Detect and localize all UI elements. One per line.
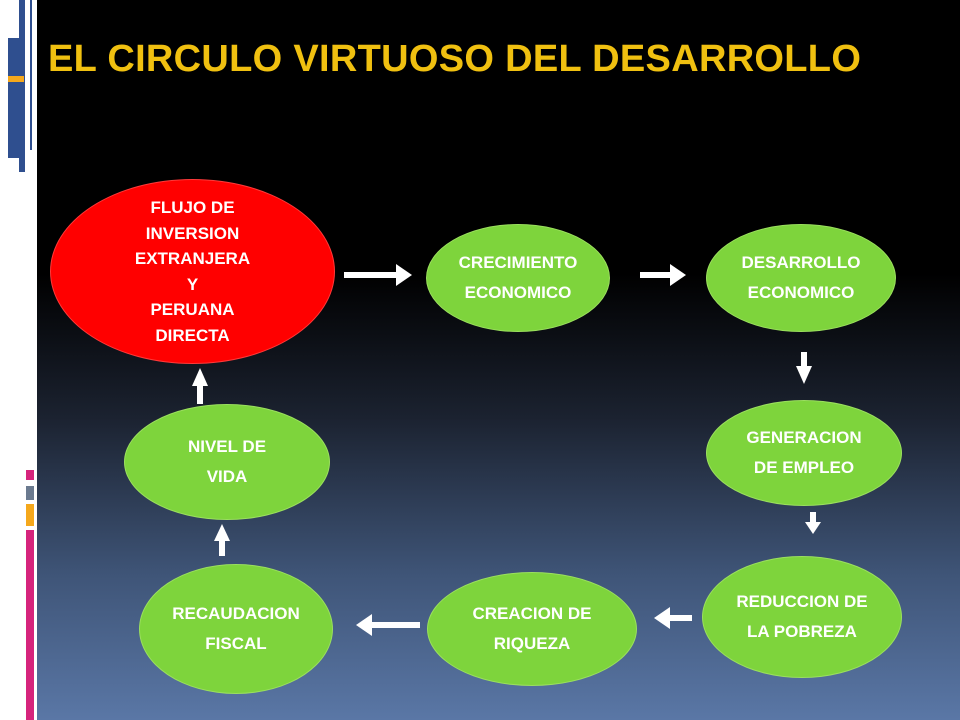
deco-bar-gray xyxy=(26,486,34,500)
arrow-up-icon xyxy=(214,524,230,556)
node-reduccion-label: REDUCCION DE LA POBREZA xyxy=(736,592,868,641)
arrow-up-icon xyxy=(192,368,208,404)
page-title: EL CIRCULO VIRTUOSO DEL DESARROLLO xyxy=(48,38,862,80)
deco-bar-pink-2 xyxy=(26,530,34,720)
arrow-left-icon xyxy=(654,607,692,629)
node-creacion-riqueza: CREACION DE RIQUEZA xyxy=(427,572,637,686)
deco-bar-orange xyxy=(26,504,34,526)
deco-bar-top-thin xyxy=(30,0,32,150)
node-generacion-label: GENERACION DE EMPLEO xyxy=(746,428,862,477)
arrow-left-icon xyxy=(356,614,420,636)
deco-bar-pink-1 xyxy=(26,470,34,480)
node-desarrollo-economico: DESARROLLO ECONOMICO xyxy=(706,224,896,332)
node-generacion-empleo: GENERACION DE EMPLEO xyxy=(706,400,902,506)
node-creacion-label: CREACION DE RIQUEZA xyxy=(472,604,592,653)
node-flujo-label: FLUJO DE INVERSION EXTRANJERA Y PERUANA … xyxy=(134,198,251,345)
node-flujo-inversion: FLUJO DE INVERSION EXTRANJERA Y PERUANA … xyxy=(50,179,335,364)
title-deco-bar-2 xyxy=(8,76,24,82)
node-reduccion-pobreza: REDUCCION DE LA POBREZA xyxy=(702,556,902,678)
node-recaudacion-fiscal: RECAUDACION FISCAL xyxy=(139,564,333,694)
node-nivel-vida: NIVEL DE VIDA xyxy=(124,404,330,520)
arrow-right-icon xyxy=(344,264,412,286)
node-crecimiento-economico: CRECIMIENTO ECONOMICO xyxy=(426,224,610,332)
arrow-down-icon xyxy=(805,512,821,534)
node-crecimiento-label: CRECIMIENTO ECONOMICO xyxy=(458,253,578,302)
title-deco-bar-1 xyxy=(8,38,24,158)
node-desarrollo-label: DESARROLLO ECONOMICO xyxy=(741,253,861,302)
node-nivel-label: NIVEL DE VIDA xyxy=(187,437,267,486)
arrow-down-icon xyxy=(796,352,812,384)
node-recaudacion-label: RECAUDACION FISCAL xyxy=(172,604,300,653)
arrow-right-icon xyxy=(640,264,686,286)
